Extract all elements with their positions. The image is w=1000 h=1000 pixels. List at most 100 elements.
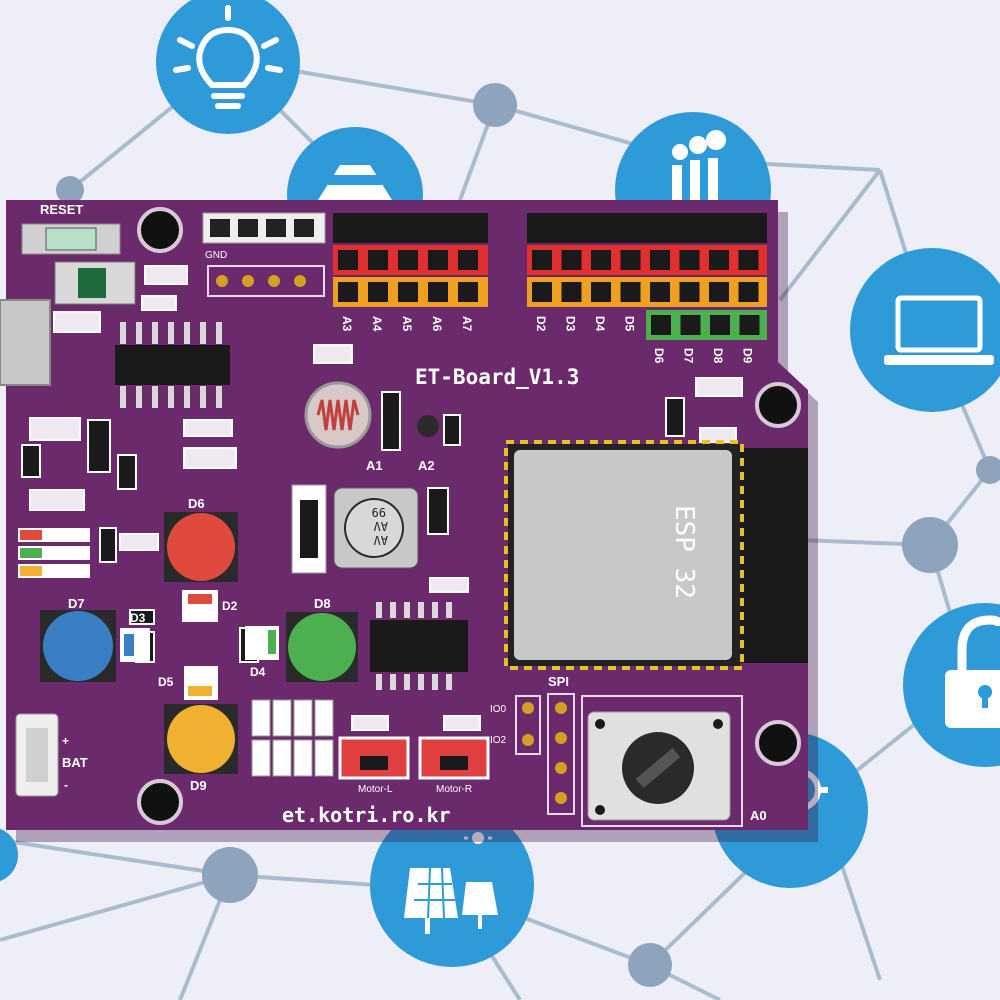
gnd-label: GND: [205, 250, 227, 261]
header-pin: [738, 218, 759, 238]
led-d5: [184, 666, 218, 700]
lightbulb-icon: [173, 5, 283, 109]
header-pin: [620, 218, 641, 238]
io-pins: [515, 695, 541, 755]
header-pin: [561, 250, 582, 270]
resistor-array: [251, 699, 334, 777]
header-pin: [679, 218, 700, 238]
header-pin: [650, 250, 670, 270]
partial-bubble: [0, 828, 18, 882]
header-pin: [738, 282, 759, 302]
digital-pin-label: D8: [711, 348, 725, 364]
header-pin: [532, 282, 552, 302]
header-pin: [620, 282, 641, 302]
header-pin: [709, 250, 729, 270]
digital-pin-label: D7: [682, 348, 696, 364]
header-pin: [338, 218, 358, 238]
header-pin: [709, 218, 729, 238]
header-pin: [458, 282, 478, 302]
photoresistor: [304, 381, 372, 449]
header-pin: [398, 250, 418, 270]
header-pin: [561, 282, 582, 302]
d4-label: D4: [250, 665, 266, 679]
d9-label: D9: [190, 778, 207, 793]
d2-label: D2: [222, 599, 238, 613]
motor-r-connector[interactable]: [418, 736, 490, 780]
io2-label: IO2: [490, 735, 507, 746]
power-switch[interactable]: [54, 261, 136, 305]
spi-header: [547, 693, 575, 815]
header-pin: [710, 315, 730, 335]
header-pin: [650, 282, 670, 302]
header-pin: [679, 282, 700, 302]
reset-button[interactable]: [21, 223, 121, 255]
header-pin: [680, 315, 701, 335]
button-d7[interactable]: [40, 610, 116, 682]
header-pin: [561, 218, 582, 238]
analog-header: [333, 213, 488, 307]
digital-pin-label: D9: [741, 348, 755, 364]
d6-label: D6: [188, 496, 205, 511]
digital-pin-label: D5: [623, 316, 637, 332]
button-d6[interactable]: [164, 512, 238, 582]
header-pin: [620, 250, 641, 270]
led-d3: [120, 628, 150, 662]
analog-pin-label: A4: [370, 316, 384, 332]
analog-pin-label: A6: [430, 316, 444, 332]
header-pin: [739, 315, 760, 335]
a1-label: A1: [366, 458, 383, 473]
button-d8[interactable]: [286, 612, 358, 682]
lightbulb-bubble: [156, 0, 300, 134]
factory-icon: [672, 130, 726, 205]
network-nodes: [56, 83, 1000, 987]
io0-label: IO0: [490, 704, 507, 715]
header-pin: [591, 218, 611, 238]
usb-connector: [0, 299, 51, 386]
cap-text-1: AV: [374, 533, 388, 547]
button-d9[interactable]: [164, 704, 238, 774]
battery-connector[interactable]: [15, 713, 59, 797]
capacitor: AV AV 99: [333, 487, 419, 569]
header-pin: [398, 282, 418, 302]
solar-bubble: [370, 803, 534, 967]
digital-pin-label: D6: [652, 348, 666, 364]
reset-label: RESET: [40, 202, 83, 217]
a2-label: A2: [418, 458, 435, 473]
et-board: RESET GND: [0, 200, 818, 842]
header-pin: [458, 250, 478, 270]
board-title: ET-Board_V1.3: [415, 365, 579, 389]
gnd-header: GND: [202, 212, 326, 297]
laptop-bubble: [850, 248, 1000, 412]
digital-header: [527, 213, 767, 340]
header-pin: [368, 250, 388, 270]
cap-text-2: AV: [374, 519, 388, 533]
analog-pin-label: A7: [460, 316, 474, 332]
header-pin: [532, 218, 552, 238]
d5-label: D5: [158, 675, 174, 689]
cap-text-3: 99: [372, 505, 386, 519]
header-pin: [428, 282, 448, 302]
a2-sensor: [417, 415, 439, 437]
header-pin: [709, 282, 729, 302]
header-pin: [679, 250, 700, 270]
header-pin: [338, 250, 358, 270]
header-pin: [398, 218, 418, 238]
header-pin: [532, 250, 552, 270]
spi-label: SPI: [548, 674, 569, 689]
header-pin: [458, 218, 478, 238]
potentiometer[interactable]: [581, 695, 743, 827]
ic-chip: [115, 322, 230, 408]
motor-l-connector[interactable]: [338, 736, 410, 780]
header-pin: [591, 282, 611, 302]
lock-icon: [945, 615, 1000, 728]
a0-label: A0: [750, 808, 767, 823]
header-pin: [591, 250, 611, 270]
motor-driver-ic: [370, 602, 468, 690]
mounting-holes: [137, 207, 801, 825]
digital-pin-label: D2: [534, 316, 548, 332]
header-pin: [738, 250, 759, 270]
digital-pin-label: D4: [593, 316, 607, 332]
digital-pin-label: D3: [564, 316, 578, 332]
lock-bubble: [903, 603, 1000, 767]
